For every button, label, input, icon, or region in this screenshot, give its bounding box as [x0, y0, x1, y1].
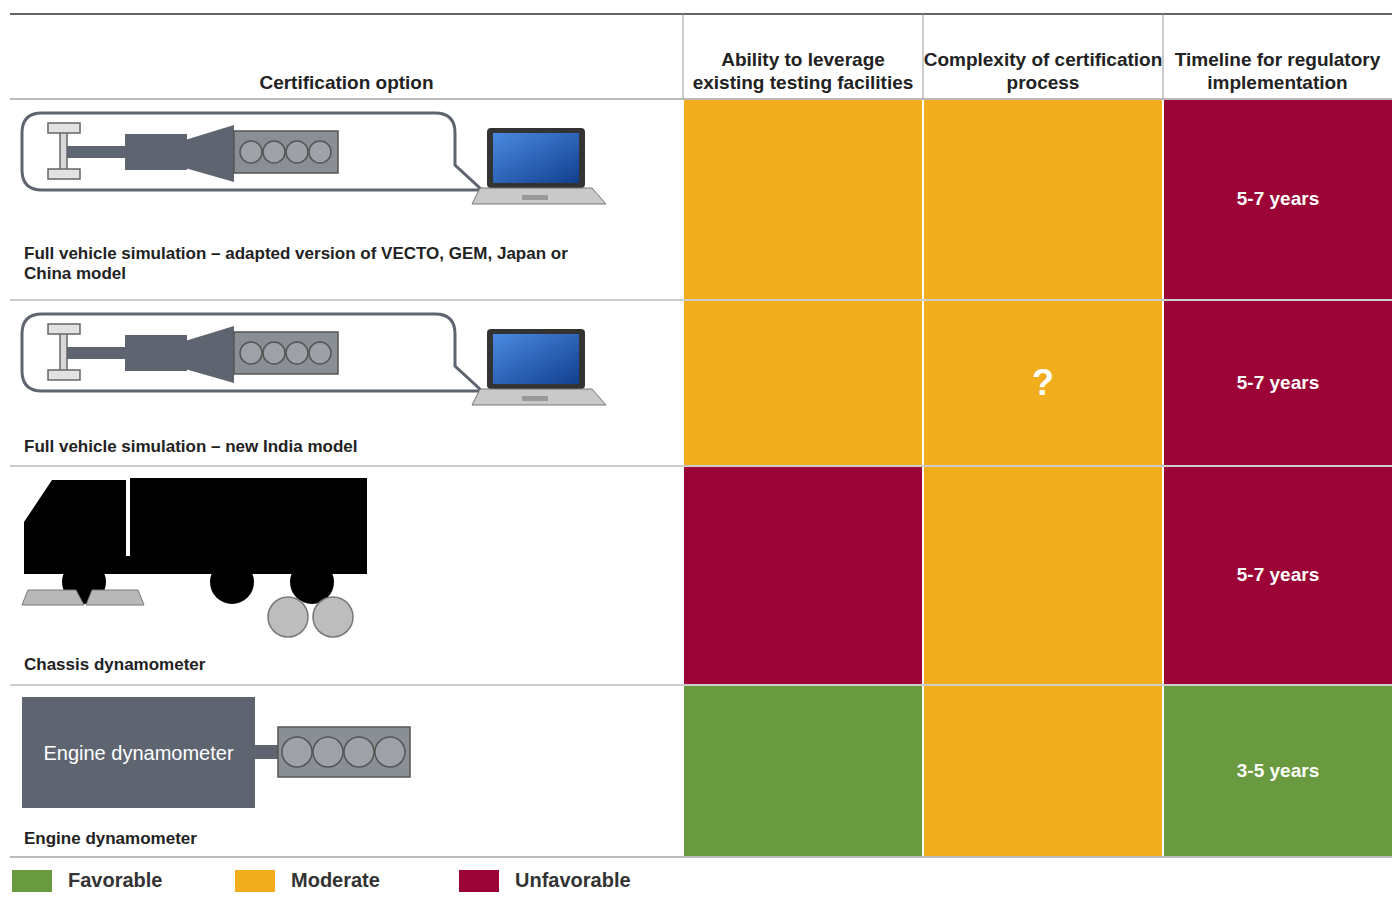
rating-cell: 5-7 years — [1164, 467, 1392, 684]
legend-text: Moderate — [291, 869, 380, 892]
row-label: Full vehicle simulation – adapted versio… — [24, 244, 584, 285]
legend-swatch — [235, 870, 275, 892]
rating-cell: 5-7 years — [1164, 301, 1392, 465]
column-header: Ability to leverage existing testing fac… — [683, 49, 923, 95]
legend-entry: Moderate — [235, 869, 380, 892]
legend-entry: Favorable — [12, 869, 162, 892]
column-header: Certification option — [10, 72, 683, 95]
cell-text: 5-7 years — [1237, 372, 1319, 395]
legend-entry: Unfavorable — [459, 869, 631, 892]
column-header: Timeline for regulatory implementation — [1163, 49, 1392, 95]
column-header: Complexity of certification process — [923, 49, 1163, 95]
cell-text: 5-7 years — [1237, 188, 1319, 211]
legend-text: Favorable — [68, 869, 162, 892]
dynamometer-box: Engine dynamometer — [22, 697, 255, 808]
cell-text: Engine dynamometer — [43, 741, 233, 765]
legend-text: Unfavorable — [515, 869, 631, 892]
legend-swatch — [459, 870, 499, 892]
rating-cell: ? — [924, 301, 1162, 465]
row-label: Chassis dynamometer — [24, 655, 624, 675]
legend-swatch — [12, 870, 52, 892]
cell-text: 3-5 years — [1237, 760, 1319, 783]
row-label: Full vehicle simulation – new India mode… — [24, 437, 624, 457]
rating-cell: 3-5 years — [1164, 686, 1392, 856]
rating-cell: 5-7 years — [1164, 100, 1392, 299]
cell-text: ? — [1032, 361, 1054, 404]
row-label: Engine dynamometer — [24, 829, 624, 849]
cell-text: 5-7 years — [1237, 564, 1319, 587]
